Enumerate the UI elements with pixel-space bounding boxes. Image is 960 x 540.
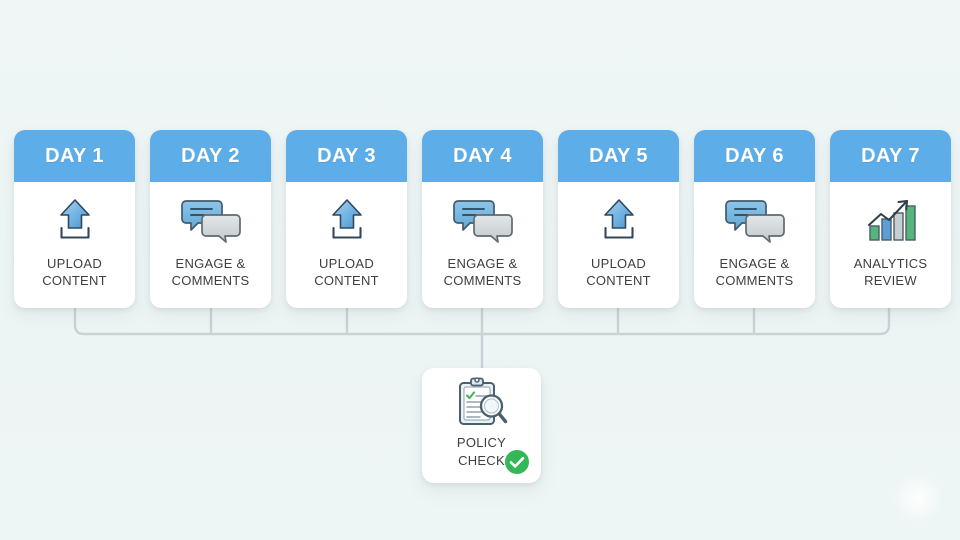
card-day-label: DAY 2 (181, 144, 240, 167)
card-label: ENGAGE & COMMENTS (715, 256, 794, 288)
card-header-day-5: DAY 5 (558, 130, 679, 182)
card-label: UPLOAD CONTENT (314, 256, 379, 288)
check-circle-icon (505, 450, 529, 474)
timeline-card-day-3[interactable]: DAY 3 UPLOAD CONTENT (286, 130, 407, 308)
timeline-card-day-5[interactable]: DAY 5 UPLOAD CONTENT (558, 130, 679, 308)
card-day-label: DAY 3 (317, 144, 376, 167)
timeline-card-day-6[interactable]: DAY 6 ENGAGE & COMMENTS (694, 130, 815, 308)
card-label: UPLOAD CONTENT (586, 256, 651, 288)
card-label: ENGAGE & COMMENTS (443, 256, 522, 288)
timeline-card-day-4[interactable]: DAY 4 ENGAGE & COMMENTS (422, 130, 543, 308)
upload-icon (49, 191, 101, 249)
timeline-card-day-1[interactable]: DAY 1 UPLOAD CONTENT (14, 130, 135, 308)
chat-bubbles-icon (724, 191, 786, 249)
card-day-label: DAY 7 (861, 144, 920, 167)
upload-icon (593, 191, 645, 249)
card-day-label: DAY 1 (45, 144, 104, 167)
policy-check-card[interactable]: POLICY CHECK (422, 368, 541, 483)
card-header-day-3: DAY 3 (286, 130, 407, 182)
timeline-card-day-7[interactable]: DAY 7 ANALYTICS REVIEW (830, 130, 951, 308)
card-body-day-1: UPLOAD CONTENT (14, 182, 135, 308)
card-day-label: DAY 4 (453, 144, 512, 167)
card-body-day-6: ENGAGE & COMMENTS (694, 182, 815, 308)
card-body-day-2: ENGAGE & COMMENTS (150, 182, 271, 308)
card-header-day-7: DAY 7 (830, 130, 951, 182)
card-body-day-7: ANALYTICS REVIEW (830, 182, 951, 308)
clipboard-magnifier-icon (453, 375, 511, 431)
chat-bubbles-icon (452, 191, 514, 249)
card-day-label: DAY 5 (589, 144, 648, 167)
card-label: ANALYTICS REVIEW (853, 256, 928, 288)
card-header-day-1: DAY 1 (14, 130, 135, 182)
policy-check-label: POLICY CHECK (456, 435, 507, 468)
card-body-day-5: UPLOAD CONTENT (558, 182, 679, 308)
connector-bus (73, 323, 891, 336)
card-label: ENGAGE & COMMENTS (171, 256, 250, 288)
chat-bubbles-icon (180, 191, 242, 249)
card-body-day-3: UPLOAD CONTENT (286, 182, 407, 308)
card-day-label: DAY 6 (725, 144, 784, 167)
card-header-day-4: DAY 4 (422, 130, 543, 182)
card-label: UPLOAD CONTENT (42, 256, 107, 288)
card-header-day-6: DAY 6 (694, 130, 815, 182)
upload-icon (321, 191, 373, 249)
card-header-day-2: DAY 2 (150, 130, 271, 182)
card-body-day-4: ENGAGE & COMMENTS (422, 182, 543, 308)
timeline-card-day-2[interactable]: DAY 2 ENGAGE & (150, 130, 271, 308)
analytics-chart-icon (862, 191, 920, 249)
